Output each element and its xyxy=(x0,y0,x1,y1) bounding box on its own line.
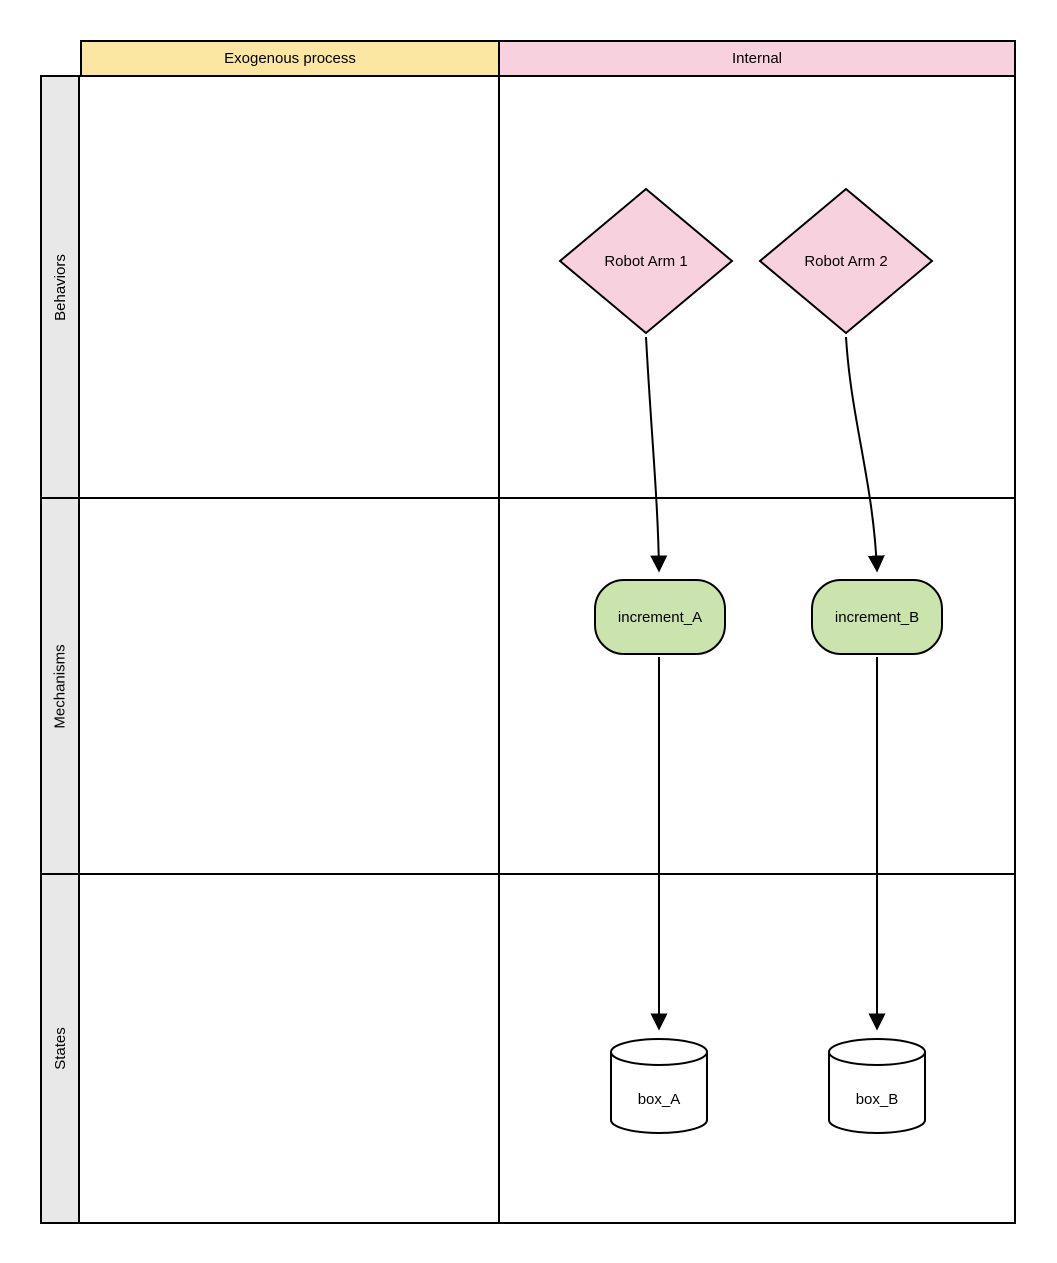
node-increment-b[interactable]: increment_B xyxy=(811,579,943,655)
row-header-behaviors[interactable]: Behaviors xyxy=(40,75,80,499)
node-box-a[interactable]: box_A xyxy=(610,1038,708,1134)
cell-states-exogenous xyxy=(78,873,500,1224)
cell-states-internal xyxy=(498,873,1016,1224)
row-header-label: Mechanisms xyxy=(51,643,69,729)
node-label: increment_B xyxy=(834,608,920,626)
row-header-states[interactable]: States xyxy=(40,873,80,1224)
column-header-internal[interactable]: Internal xyxy=(498,40,1016,77)
node-box-b[interactable]: box_B xyxy=(828,1038,926,1134)
cell-behaviors-internal xyxy=(498,75,1016,499)
node-increment-a[interactable]: increment_A xyxy=(594,579,726,655)
cylinder-icon xyxy=(610,1038,708,1134)
cell-mechanisms-exogenous xyxy=(78,497,500,875)
node-label: increment_A xyxy=(617,608,703,626)
node-robot-arm-2[interactable]: Robot Arm 2 xyxy=(758,187,934,335)
row-header-label: Behaviors xyxy=(51,253,69,321)
column-header-exogenous-process[interactable]: Exogenous process xyxy=(80,40,500,77)
column-header-label: Exogenous process xyxy=(224,50,356,67)
row-header-mechanisms[interactable]: Mechanisms xyxy=(40,497,80,875)
cylinder-icon xyxy=(828,1038,926,1134)
node-robot-arm-1[interactable]: Robot Arm 1 xyxy=(558,187,734,335)
row-header-label: States xyxy=(51,1027,69,1070)
diamond-icon xyxy=(558,187,734,335)
cell-mechanisms-internal xyxy=(498,497,1016,875)
column-header-label: Internal xyxy=(731,50,783,67)
diamond-icon xyxy=(758,187,934,335)
cell-behaviors-exogenous xyxy=(78,75,500,499)
